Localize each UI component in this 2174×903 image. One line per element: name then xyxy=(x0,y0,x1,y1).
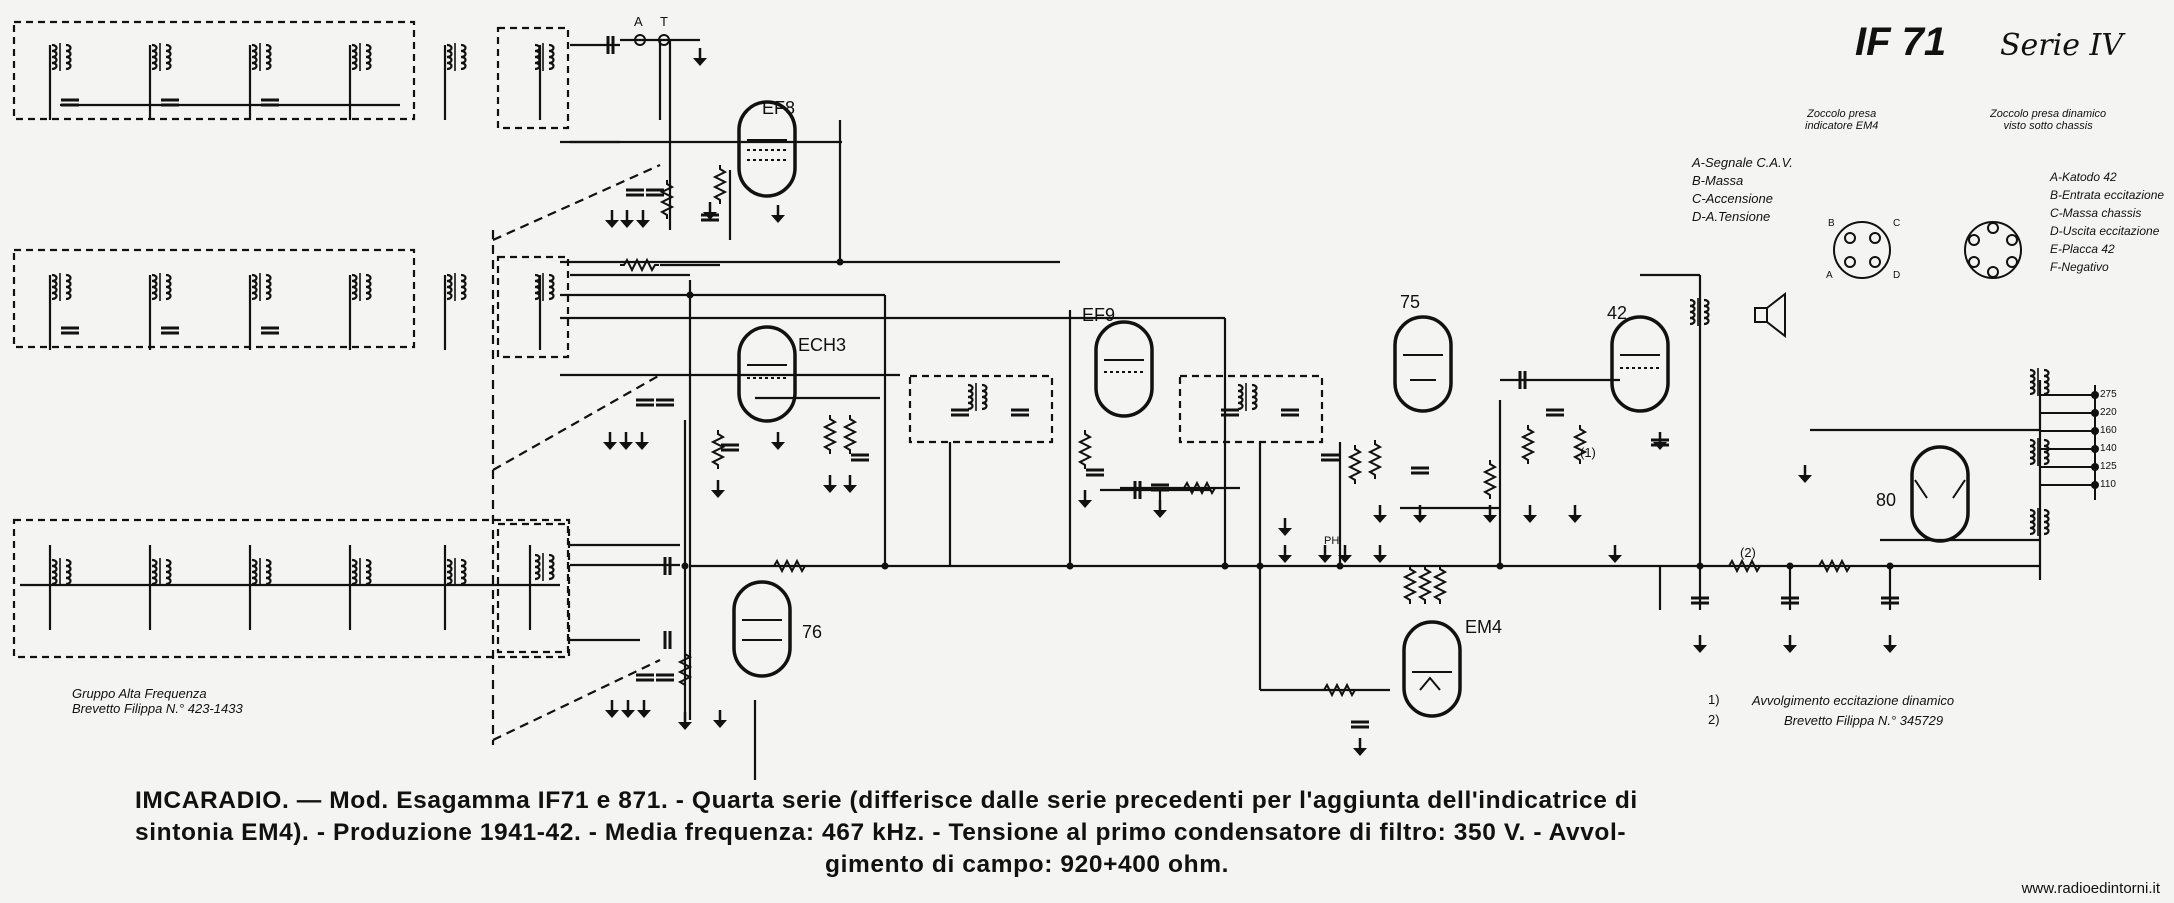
note-1-text: Avvolgimento eccitazione dinamico xyxy=(1752,693,1955,708)
tube-ef8-label: EF8 xyxy=(762,98,796,118)
note-1-number: 1) xyxy=(1708,692,1720,707)
dyn-pin-f: F-Negativo xyxy=(2050,260,2109,274)
caption-line-1: IMCARADIO. — Mod. Esagamma IF71 e 871. -… xyxy=(135,787,1638,814)
tube-ef9-label: EF9 xyxy=(1082,305,1116,325)
schematic-caption: IMCARADIO. — Mod. Esagamma IF71 e 871. -… xyxy=(135,785,2035,881)
caption-line-2: sintonia EM4). - Produzione 1941-42. - M… xyxy=(135,819,1627,846)
dyn-pin-e: E-Placca 42 xyxy=(2050,242,2115,256)
model-title: IF 71 xyxy=(1855,20,1947,64)
tube-76-label: 76 xyxy=(802,622,823,642)
mark-2: (2) xyxy=(1740,545,1756,560)
dyn-pin-a: A-Katodo 42 xyxy=(2050,170,2117,184)
socket-em4-letter-a: A xyxy=(1826,270,1833,281)
socket-em4-letter-c: C xyxy=(1893,218,1901,229)
em4-pin-a: A-Segnale C.A.V. xyxy=(1692,155,1793,170)
socket-em4-legend: A-Segnale C.A.V. B-Massa C-Accensione D-… xyxy=(1692,154,1793,226)
rf-group-note: Gruppo Alta Frequenza Brevetto Filippa N… xyxy=(72,686,243,716)
socket-dyn-legend: A-Katodo 42 B-Entrata eccitazione C-Mass… xyxy=(2050,168,2164,276)
note-2-number: 2) xyxy=(1708,712,1720,727)
dyn-pin-b: B-Entrata eccitazione xyxy=(2050,188,2165,202)
dyn-pin-d: D-Uscita eccitazione xyxy=(2050,224,2160,238)
note-2-text: Brevetto Filippa N.° 345729 xyxy=(1784,713,1944,728)
socket-dyn-heading: Zoccolo presa dinamico visto sotto chass… xyxy=(1990,108,2107,132)
socket-em4-letter-b: B xyxy=(1828,218,1835,229)
tube-42-label: 42 xyxy=(1607,303,1628,323)
caption-line-3: gimento di campo: 920+400 ohm. xyxy=(825,851,1229,878)
tube-80-label: 80 xyxy=(1876,490,1897,510)
mark-1: (1) xyxy=(1580,445,1596,460)
dyn-pin-c: C-Massa chassis xyxy=(2050,206,2142,220)
socket-em4-letter-d: D xyxy=(1893,270,1901,281)
tube-em4-label: EM4 xyxy=(1465,617,1503,637)
em4-pin-c: C-Accensione xyxy=(1692,191,1773,206)
em4-pin-d: D-A.Tensione xyxy=(1692,209,1771,224)
terminal-ph-label: PH xyxy=(1324,535,1340,547)
tube-ech3-label: ECH3 xyxy=(798,335,847,355)
series-label: Serie IV xyxy=(2000,28,2124,63)
socket-em4-heading: Zoccolo presa indicatore EM4 xyxy=(1805,108,1879,132)
watermark: www.radioedintorni.it xyxy=(2021,880,2160,897)
terminal-t-label: T xyxy=(660,14,668,29)
tube-75-label: 75 xyxy=(1400,292,1421,312)
terminal-a-label: A xyxy=(634,14,643,29)
em4-pin-b: B-Massa xyxy=(1692,173,1744,188)
